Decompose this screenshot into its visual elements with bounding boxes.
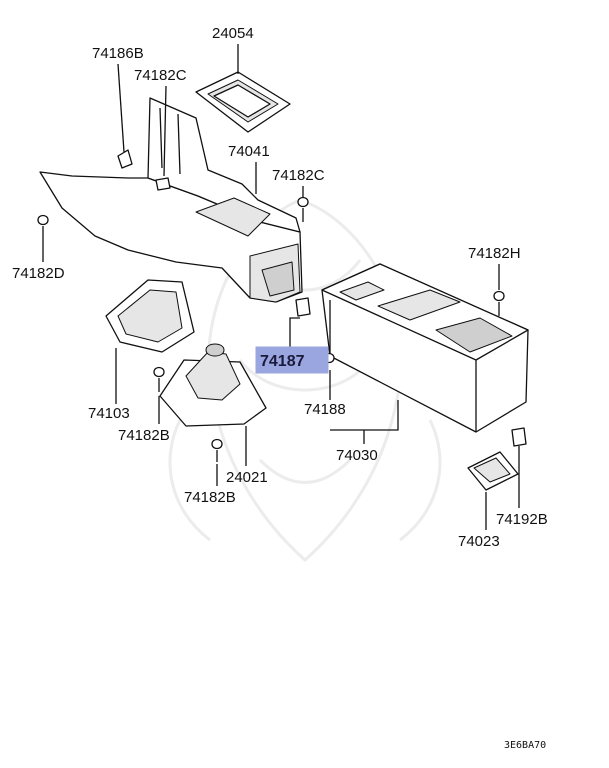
label-74188[interactable]: 74188 [304, 401, 346, 418]
label-74030[interactable]: 74030 [336, 447, 378, 464]
label-24021[interactable]: 24021 [226, 469, 268, 486]
part-74023-bracket [467, 451, 519, 491]
label-74182H[interactable]: 74182H [468, 245, 521, 262]
label-74023[interactable]: 74023 [458, 533, 500, 550]
fasteners [37, 149, 527, 462]
label-74041[interactable]: 74041 [228, 143, 270, 160]
label-74187-highlighted[interactable]: 74187 [260, 353, 305, 370]
label-74186B[interactable]: 74186B [92, 45, 144, 62]
label-74182C-right[interactable]: 74182C [272, 167, 325, 184]
leader-lines [42, 44, 520, 530]
part-74041-console-body [39, 97, 303, 303]
part-74030-rear-console [321, 263, 529, 433]
part-24054-bezel [195, 71, 291, 133]
label-74182B-left[interactable]: 74182B [118, 427, 170, 444]
part-24021-shift-boot [159, 343, 267, 427]
label-74182B-bottom[interactable]: 74182B [184, 489, 236, 506]
part-74103-tray [105, 279, 195, 353]
label-74103[interactable]: 74103 [88, 405, 130, 422]
label-24054[interactable]: 24054 [212, 25, 254, 42]
label-74182D[interactable]: 74182D [12, 265, 65, 282]
label-74182C-top[interactable]: 74182C [134, 67, 187, 84]
highlight-box-74187 [255, 346, 329, 374]
diagram-code: 3E6BA70 [504, 740, 546, 751]
label-74192B[interactable]: 74192B [496, 511, 548, 528]
